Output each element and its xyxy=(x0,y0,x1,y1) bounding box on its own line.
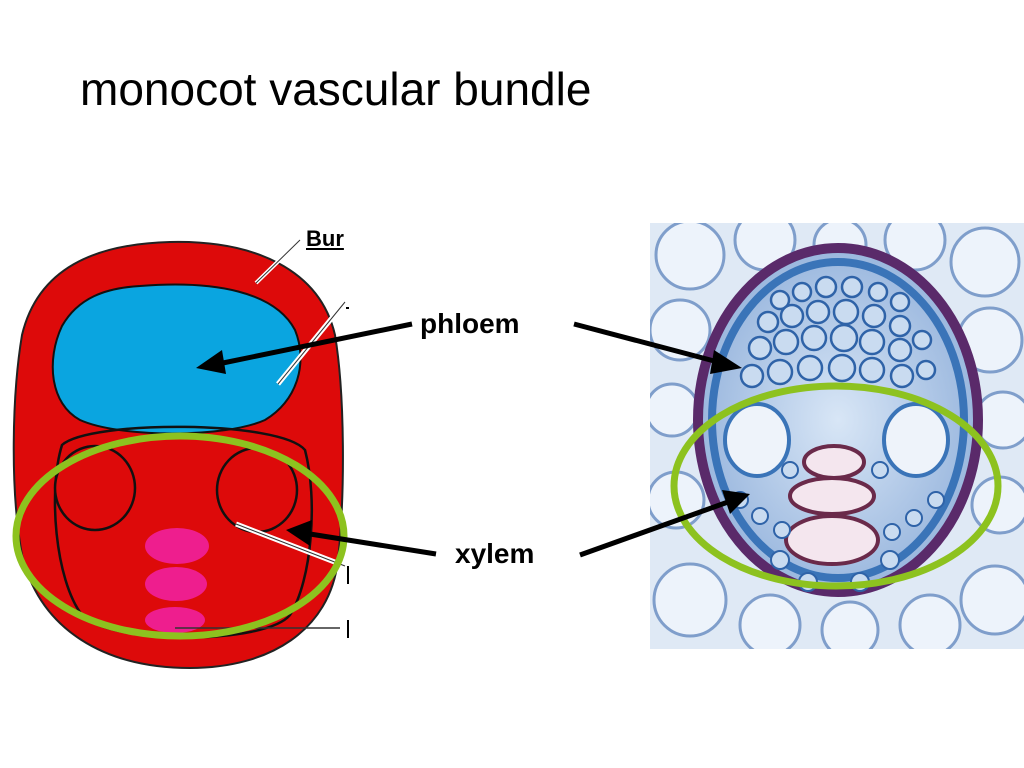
phloem-arrow-left xyxy=(217,321,413,367)
phloem-arrow-right xyxy=(573,321,719,365)
leader-line xyxy=(235,523,346,567)
phloem-region xyxy=(51,283,302,435)
metaxylem-vessel xyxy=(882,402,950,478)
phloem-cells xyxy=(739,275,937,389)
xylem-boundary xyxy=(53,425,314,639)
annotation-arrows xyxy=(196,321,750,558)
arrowhead xyxy=(196,350,226,374)
cropped-label-tick xyxy=(346,307,349,309)
protoxylem-vessel xyxy=(145,607,205,633)
protoxylem-cell xyxy=(802,444,866,480)
protoxylem-vessel xyxy=(145,567,207,601)
xylem-highlight-ring xyxy=(12,432,348,640)
micrograph xyxy=(650,223,1024,649)
xylem-label: xylem xyxy=(455,538,535,569)
metaxylem-vessel-left xyxy=(53,444,137,532)
cropped-label-text: Bur xyxy=(306,226,344,251)
leader-line xyxy=(255,239,301,284)
arrowhead xyxy=(710,350,742,374)
bundle-sheath-stain xyxy=(693,243,983,597)
arrowhead xyxy=(722,490,750,514)
phloem-label: phloem xyxy=(420,308,520,339)
cropped-label-tick xyxy=(347,620,349,638)
cropped-label-tick xyxy=(347,566,349,584)
slide-title: monocot vascular bundle xyxy=(80,63,592,115)
protoxylem-cell xyxy=(784,514,880,566)
arrowhead xyxy=(286,520,312,546)
xylem-arrow-right xyxy=(579,499,729,558)
xylem-highlight-ring xyxy=(670,382,1002,590)
protoxylem-cell xyxy=(788,476,876,516)
xylem-arrow-left xyxy=(309,531,437,557)
metaxylem-vessel xyxy=(723,402,791,478)
protoxylem-vessel xyxy=(145,528,209,564)
